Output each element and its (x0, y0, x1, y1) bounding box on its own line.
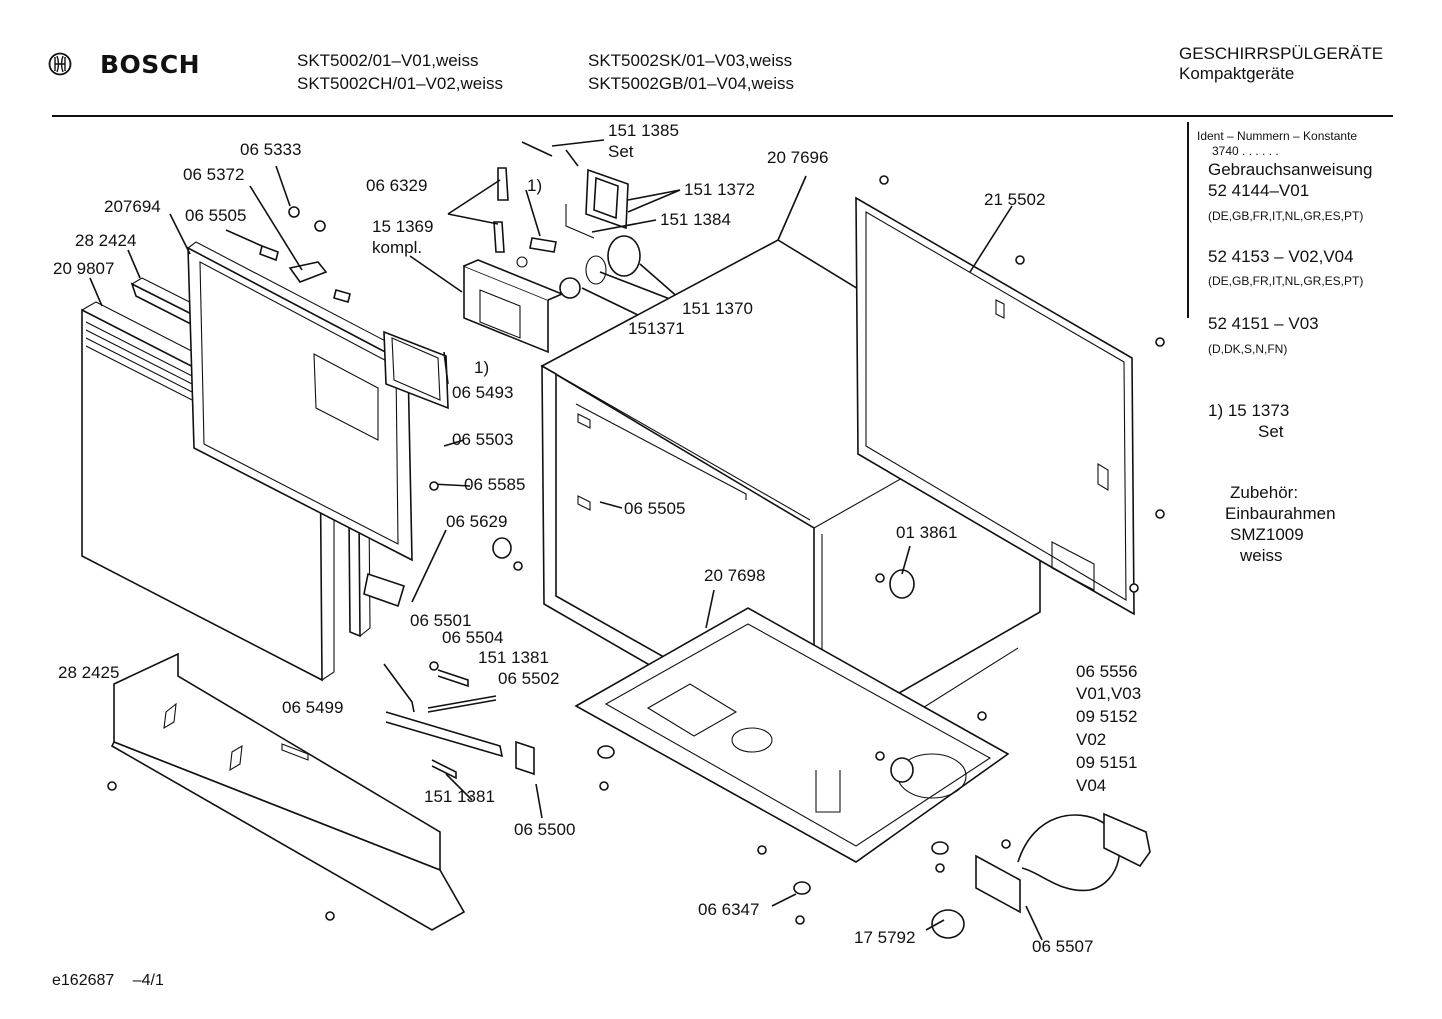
part-label: 20 7696 (767, 148, 829, 167)
part-label: 06 5505 (185, 206, 247, 225)
terminal-block (975, 854, 1021, 914)
part-label: 06 5372 (183, 165, 245, 184)
manual-languages: (D,DK,S,N,FN) (1208, 342, 1288, 356)
sidebar-divider (1187, 122, 1189, 318)
clip (259, 244, 279, 262)
part-label: 28 2425 (58, 663, 120, 682)
part-label: kompl. (372, 238, 423, 257)
spring (521, 141, 553, 157)
ident-value: 3740 . . . . . . (1212, 144, 1279, 158)
ident-label: Ident – Nummern – Konstante (1197, 129, 1358, 143)
spring (437, 669, 469, 688)
rear-panel (855, 196, 1135, 616)
hinge-link (385, 711, 504, 758)
part-label: 09 5152 (1076, 707, 1138, 726)
part-label: 151 1384 (660, 210, 731, 229)
category-title: GESCHIRRSPÜLGERÄTE (1179, 44, 1384, 63)
drawing-code: e162687 –4/1 (52, 972, 164, 990)
part-label: 06 5505 (624, 499, 686, 518)
part-label: 06 6347 (698, 900, 760, 919)
part-label: 06 5499 (282, 698, 344, 717)
part-label: V02 (1076, 730, 1107, 749)
part-label: 06 5493 (452, 383, 514, 402)
part-label: 20 7698 (704, 566, 766, 585)
part-label: 15 1369 (372, 217, 434, 236)
accessory-line: Zubehör: (1230, 483, 1299, 502)
model-line: SKT5002SK/01–V03,weiss (588, 51, 793, 70)
pin (497, 167, 509, 201)
power-plug (1103, 812, 1151, 868)
part-label: 28 2424 (75, 231, 137, 250)
clip (333, 289, 351, 303)
part-label: 06 6329 (366, 176, 428, 195)
part-label: 06 5507 (1032, 937, 1094, 956)
part-label: 207694 (104, 197, 161, 216)
gasket-seal (383, 330, 449, 410)
part-label: 06 5500 (514, 820, 576, 839)
drawing-code-number: e162687 (52, 972, 115, 989)
detergent-dispenser (463, 259, 565, 354)
part-label: 06 5503 (452, 430, 514, 449)
brand-name: BOSCH (100, 50, 201, 79)
part-label: 1) (527, 176, 543, 195)
manual-title: Gebrauchsanweisung (1208, 160, 1373, 179)
screw (107, 175, 1165, 925)
plinth-panel (110, 652, 466, 931)
part-label: 17 5792 (854, 928, 916, 947)
model-line: SKT5002GB/01–V04,weiss (588, 74, 795, 93)
part-label: 06 5501 (410, 611, 472, 630)
part-label: 09 5151 (1076, 753, 1138, 772)
model-line: SKT5002CH/01–V02,weiss (297, 74, 504, 93)
screw-head (288, 206, 300, 218)
part-label: 20 9807 (53, 259, 115, 278)
part-label: 06 5333 (240, 140, 302, 159)
part-label: 06 5629 (446, 512, 508, 531)
accessory-line: SMZ1009 (1230, 525, 1304, 544)
capacitor (931, 909, 965, 939)
bracket (363, 572, 405, 608)
part-label: 151 1385 (608, 121, 679, 140)
manual-number: 52 4151 – V03 (1208, 314, 1319, 333)
part-label: 06 5504 (442, 628, 504, 647)
ring (607, 235, 641, 277)
part-label: 06 5585 (464, 475, 526, 494)
catch (515, 740, 535, 776)
manual-number: 52 4144–V01 (1208, 181, 1310, 200)
manual-number: 52 4153 – V02,V04 (1208, 247, 1354, 266)
page-indicator: –4/1 (132, 972, 164, 989)
part-label: 151 1381 (478, 648, 549, 667)
model-line: SKT5002/01–V01,weiss (297, 51, 479, 70)
part-label: V01,V03 (1076, 684, 1142, 703)
manual-languages: (DE,GB,FR,IT,NL,GR,ES,PT) (1208, 209, 1364, 223)
screw-head (314, 220, 326, 232)
header-divider (52, 115, 1393, 117)
pin (493, 221, 505, 253)
part-label: 151371 (628, 319, 685, 338)
part-label: 151 1372 (684, 180, 755, 199)
subcategory-title: Kompaktgeräte (1179, 64, 1295, 83)
spring (431, 759, 457, 780)
footnote-number: 1) 15 1373 (1208, 401, 1290, 420)
hinge-link (427, 695, 497, 713)
part-label: 06 5556 (1076, 662, 1138, 681)
part-label: V04 (1076, 776, 1107, 795)
part-label: 1) (474, 358, 490, 377)
part-label: Set (608, 142, 634, 161)
footnote-set: Set (1258, 422, 1284, 441)
part-label: 151 1381 (424, 787, 495, 806)
manual-languages: (DE,GB,FR,IT,NL,GR,ES,PT) (1208, 274, 1364, 288)
latch (288, 261, 328, 283)
bosch-logo-icon (48, 52, 72, 76)
base-frame (574, 607, 1010, 863)
part-label: 151 1370 (682, 299, 753, 318)
hinge-arm (383, 663, 415, 713)
part-label: 01 3861 (896, 523, 958, 542)
accessory-line: Einbaurahmen (1225, 504, 1336, 523)
part-label: 21 5502 (984, 190, 1046, 209)
part-label: 06 5502 (498, 669, 560, 688)
accessory-line: weiss (1240, 546, 1283, 565)
